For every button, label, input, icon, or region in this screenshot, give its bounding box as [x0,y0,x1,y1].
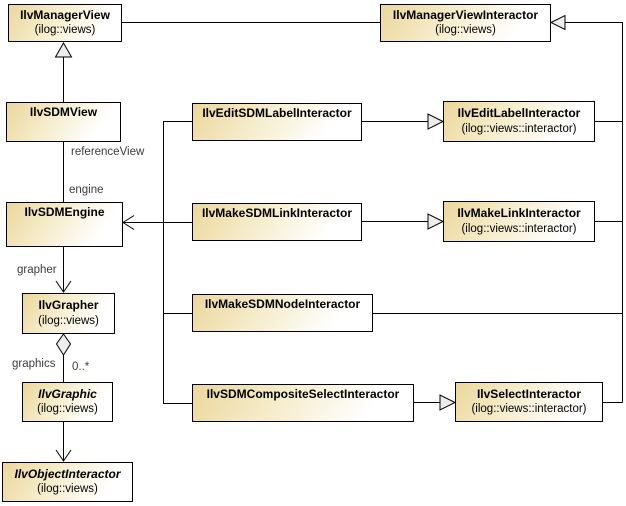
class-title: IlvSDMCompositeSelectInteractor [206,387,400,401]
class-title: IlvManagerView [20,7,110,22]
class-box-ilv-sdm-engine[interactable]: IlvSDMEngine [6,202,123,247]
class-title: IlvMakeSDMLinkInteractor [201,206,353,220]
class-title: IlvObjectInteractor [14,466,121,481]
class-box-ilv-make-sdm-link-interactor[interactable]: IlvMakeSDMLinkInteractor [192,203,362,241]
edge-sdmview-managerview-inheritance [54,41,73,102]
class-box-ilv-sdm-view[interactable]: IlvSDMView [6,102,121,142]
class-title: IlvSDMView [29,105,98,119]
edge-sdm-interactors-to-engine [122,121,192,404]
class-box-ilv-edit-sdm-label-interactor[interactable]: IlvEditSDMLabelInteractor [192,103,362,141]
class-title: IlvEditSDMLabelInteractor [202,106,352,120]
class-package: (ilog::views) [435,24,496,37]
edge-sdmengine-grapher-association [55,247,72,293]
class-title: IlvMakeSDMNodeInteractor [204,297,361,311]
class-package: (ilog::views::interactor) [471,403,587,416]
class-title: IlvGraphic [38,386,97,401]
edge-label-reference-view: referenceView [71,146,145,158]
class-package: (ilog::views) [38,314,99,327]
class-box-ilv-manager-view-interactor[interactable]: IlvManagerViewInteractor (ilog::views) [380,4,551,42]
edge-label-engine: engine [69,184,104,196]
class-package: (ilog::views) [37,483,98,496]
class-box-ilv-make-link-interactor[interactable]: IlvMakeLinkInteractor (ilog::views::inte… [443,201,595,242]
class-title: IlvMakeLinkInteractor [457,206,581,221]
class-title: IlvEditLabelInteractor [457,106,581,121]
class-title: IlvSelectInteractor [476,386,582,401]
class-title: IlvGrapher [38,298,99,313]
edge-makesdmlink-makelink-inheritance [362,213,445,230]
class-box-ilv-grapher[interactable]: IlvGrapher (ilog::views) [22,293,115,334]
edge-label-grapher: grapher [17,264,57,276]
class-box-ilv-sdm-composite-select-interactor[interactable]: IlvSDMCompositeSelectInteractor [192,384,414,422]
edge-composite-select-inheritance [414,394,457,411]
class-title: IlvManagerViewInteractor [392,7,539,22]
class-package: (ilog::views::interactor) [461,222,577,235]
class-title: IlvSDMEngine [24,205,105,219]
class-package: (ilog::views) [34,24,96,37]
edge-editsdmlabel-editlabel-inheritance [362,113,445,130]
class-box-ilv-select-interactor[interactable]: IlvSelectInteractor (ilog::views::intera… [455,382,603,422]
edge-graphic-objectinteractor-association [55,422,72,462]
class-package: (ilog::views) [37,403,98,416]
class-box-ilv-object-interactor[interactable]: IlvObjectInteractor (ilog::views) [2,462,133,502]
edge-label-graphics: graphics [12,358,56,370]
class-box-ilv-manager-view[interactable]: IlvManagerView (ilog::views) [8,4,122,42]
class-box-ilv-graphic[interactable]: IlvGraphic (ilog::views) [22,382,113,422]
class-package: (ilog::views::interactor) [461,122,577,135]
edge-label-multiplicity: 0..* [72,361,90,373]
edge-interactors-to-managerviewinteractor-inheritance [373,14,623,403]
edge-grapher-graphic-aggregation [55,333,72,382]
class-box-ilv-make-sdm-node-interactor[interactable]: IlvMakeSDMNodeInteractor [192,294,373,332]
class-box-ilv-edit-label-interactor[interactable]: IlvEditLabelInteractor (ilog::views::int… [443,101,595,142]
